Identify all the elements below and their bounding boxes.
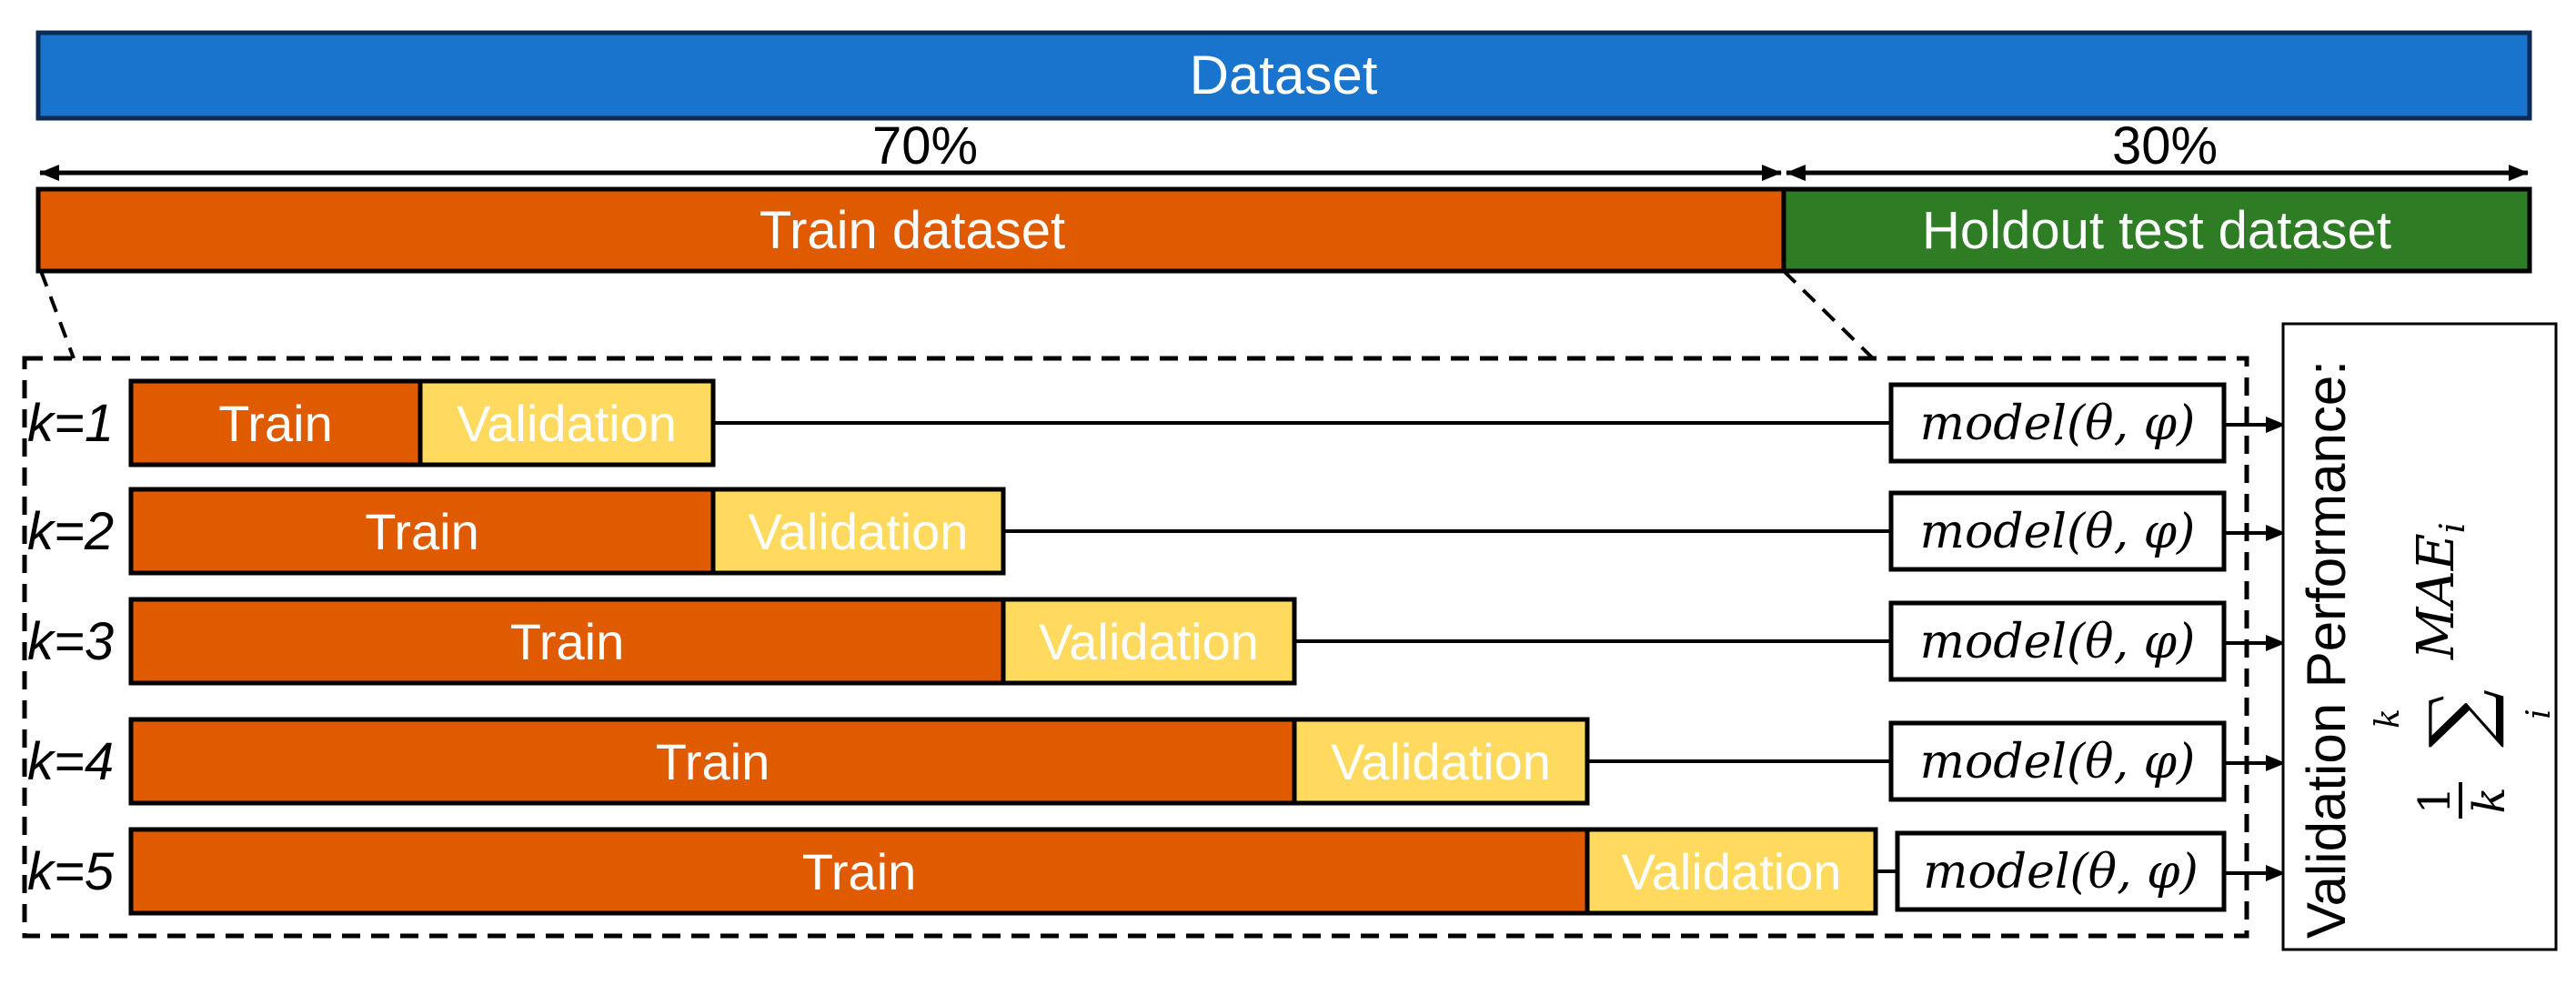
sum-upper-limit: k xyxy=(2370,709,2407,729)
holdout-test-bar xyxy=(1781,186,2532,274)
fold-row-1: k=1 Train Validation model(θ, φ) xyxy=(27,378,2286,467)
validation-segment-label: Validation xyxy=(1331,733,1551,790)
train-percent-label: 70% xyxy=(872,116,978,176)
model-label: model(θ, φ) xyxy=(1923,845,2199,900)
fold-k-label: k=1 xyxy=(27,394,114,453)
cross-validation-box xyxy=(22,356,2249,939)
model-box xyxy=(1888,490,2227,572)
dataset-label: Dataset xyxy=(1190,45,1378,106)
model-box xyxy=(1895,830,2227,912)
train-dataset-label: Train dataset xyxy=(760,201,1065,260)
mae-average-formula: 1 k ∑ k i MAEi xyxy=(2370,522,2558,819)
fold-k-label: k=2 xyxy=(27,502,114,561)
fold-row-3: k=3 Train Validation model(θ, φ) xyxy=(27,597,2286,686)
model-label: model(θ, φ) xyxy=(1920,397,2196,451)
model-label: model(θ, φ) xyxy=(1920,735,2196,789)
zoom-line-right xyxy=(1782,269,1875,360)
train-segment-label: Train xyxy=(365,503,479,560)
model-box xyxy=(1888,382,2227,464)
train-segment-label: Train xyxy=(510,613,625,670)
validation-performance-title: Validation Performance: xyxy=(2296,360,2357,939)
fold-k-label: k=4 xyxy=(27,732,114,791)
holdout-test-label: Holdout test dataset xyxy=(1922,201,2391,260)
fold-k-label: k=5 xyxy=(27,842,115,901)
train-segment xyxy=(128,827,1590,916)
dataset-bar xyxy=(35,30,2532,121)
sum-symbol: ∑ xyxy=(2412,689,2508,748)
formula-denominator: k xyxy=(2464,787,2515,813)
mae-term: MAEi xyxy=(2407,522,2472,660)
validation-segment-label: Validation xyxy=(457,395,677,452)
zoom-line-left xyxy=(39,270,75,359)
formula-numerator: 1 xyxy=(2410,787,2460,815)
train-segment-label: Train xyxy=(656,733,770,790)
validation-segment xyxy=(1001,597,1297,686)
validation-segment xyxy=(418,378,716,467)
validation-segment-label: Validation xyxy=(749,503,969,560)
fold-k-label: k=3 xyxy=(27,612,114,671)
model-label: model(θ, φ) xyxy=(1920,615,2196,669)
fold-row-2: k=2 Train Validation model(θ, φ) xyxy=(27,487,2286,576)
validation-performance-box xyxy=(2281,322,2558,951)
mae-label: MAE xyxy=(2407,533,2466,660)
validation-segment xyxy=(710,487,1006,576)
fold-row-5: k=5 Train Validation model(θ, φ) xyxy=(27,827,2286,916)
train-segment-label: Train xyxy=(802,843,917,900)
train-segment-label: Train xyxy=(218,395,333,452)
validation-segment xyxy=(1292,717,1590,806)
fold-row-4: k=4 Train Validation model(θ, φ) xyxy=(27,717,2286,806)
model-box xyxy=(1888,600,2227,682)
model-label: model(θ, φ) xyxy=(1920,505,2196,559)
validation-segment-label: Validation xyxy=(1622,843,1842,900)
mae-subscript: i xyxy=(2432,522,2472,533)
train-segment xyxy=(128,378,423,467)
sum-lower-limit: i xyxy=(2521,709,2558,719)
train-segment xyxy=(128,597,1006,686)
test-percent-label: 30% xyxy=(2112,116,2218,176)
validation-segment-label: Validation xyxy=(1039,613,1259,670)
